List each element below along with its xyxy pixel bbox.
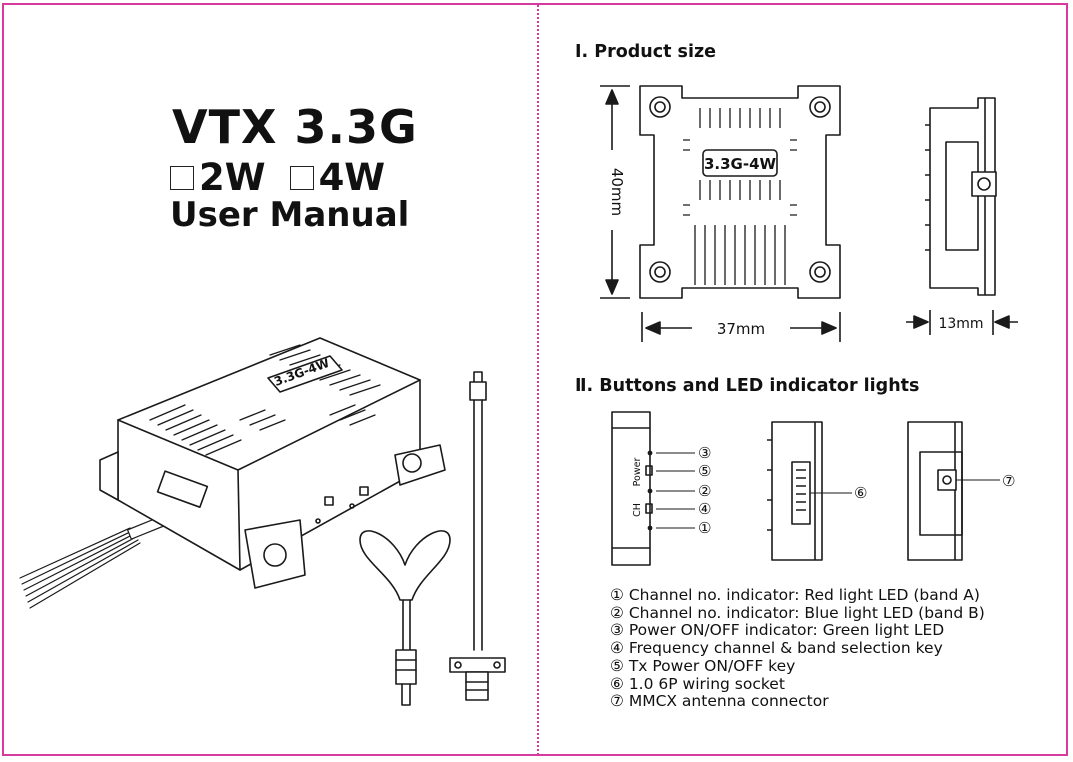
legend-item: ③ Power ON/OFF indicator: Green light LE… xyxy=(610,621,945,640)
width-label: 37mm xyxy=(717,320,765,338)
callout-3: ③ xyxy=(698,444,711,462)
legend-item: ⑤ Tx Power ON/OFF key xyxy=(610,656,796,675)
option-4w: 4W xyxy=(289,156,386,199)
option-2w: 2W xyxy=(170,156,266,199)
checkbox-4w xyxy=(289,165,314,190)
height-dimension: 40mm xyxy=(600,85,630,299)
top-view: 3.3G-4W xyxy=(639,85,841,299)
antenna-connector-view: ⑦ xyxy=(907,421,1015,561)
legend-item: ① Channel no. indicator: Red light LED (… xyxy=(610,586,980,604)
socket-view: ⑥ xyxy=(767,421,867,561)
vtx-module-3d: 3.3G-4W xyxy=(99,337,446,589)
product-size-heading: Ⅰ. Product size xyxy=(575,42,717,62)
manual-subtitle: User Manual xyxy=(170,195,410,235)
indicator-legend: ① Channel no. indicator: Red light LED (… xyxy=(610,586,985,711)
callout-6: ⑥ xyxy=(854,484,867,502)
callout-7: ⑦ xyxy=(1002,472,1015,490)
callout-1: ① xyxy=(698,519,711,537)
option-2w-label: 2W xyxy=(199,156,266,199)
stick-antenna xyxy=(449,371,506,701)
height-label: 40mm xyxy=(608,168,626,216)
front-view: Power CH ③ ⑤ ② ④ ① xyxy=(611,411,711,566)
fold-line xyxy=(537,5,539,755)
checkbox-2w xyxy=(170,165,194,190)
callout-2: ② xyxy=(698,482,711,500)
legend-item: ⑥ 1.0 6P wiring socket xyxy=(610,674,785,693)
callout-5: ⑤ xyxy=(698,462,711,480)
depth-label: 13mm xyxy=(938,316,983,332)
legend-item: ② Channel no. indicator: Blue light LED … xyxy=(610,603,985,622)
side-view xyxy=(925,97,997,296)
depth-dimension: 13mm xyxy=(906,310,1018,335)
option-4w-label: 4W xyxy=(318,156,386,199)
buttons-heading: Ⅱ. Buttons and LED indicator lights xyxy=(575,376,920,396)
width-dimension: 37mm xyxy=(641,312,841,342)
pagoda-antenna xyxy=(359,530,451,706)
legend-item: ④ Frequency channel & band selection key xyxy=(610,639,943,658)
power-options: 2W 4W xyxy=(170,156,409,199)
manual-title: VTX 3.3G xyxy=(172,100,418,154)
product-illustration: 3.3G-4W xyxy=(19,337,506,706)
device-label-top: 3.3G-4W xyxy=(704,155,777,173)
ch-label: CH xyxy=(632,503,643,517)
power-label: Power xyxy=(632,458,643,487)
callout-4: ④ xyxy=(698,500,711,518)
legend-item: ⑦ MMCX antenna connector xyxy=(610,692,829,711)
page-border xyxy=(2,3,1068,756)
